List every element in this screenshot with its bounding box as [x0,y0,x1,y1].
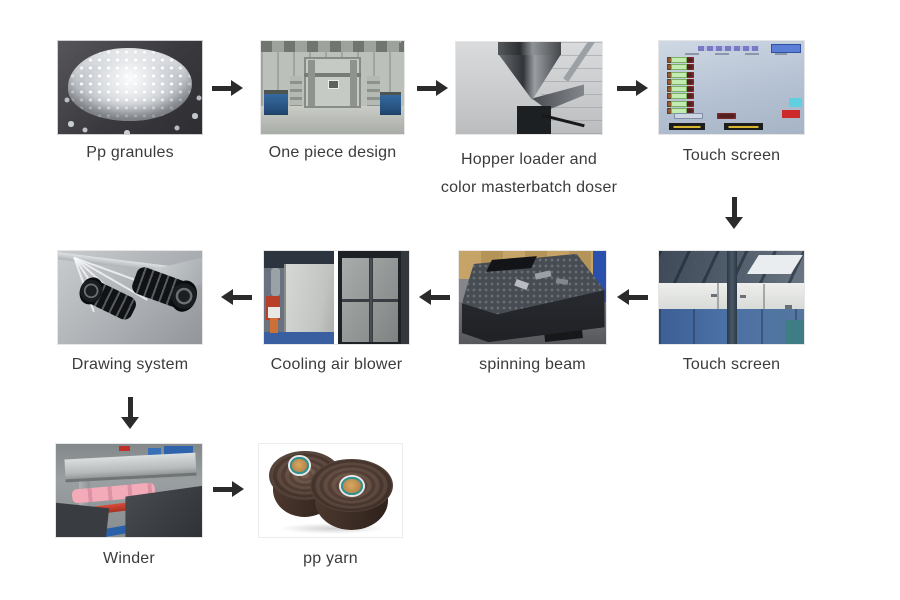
winder-beam [64,452,197,483]
cooling-air-blower-label: Cooling air blower [270,356,403,373]
drawing-system-label: Drawing system [71,356,189,373]
spinning-beam-photo [458,250,607,345]
blower-cabinet-right-view [337,251,409,344]
hmi-status-box-left [669,122,706,131]
hmi-row [665,100,798,107]
hmi-row [665,78,798,85]
touch-screen-1-label: Touch screen [682,147,781,164]
one-piece-design-photo [260,40,405,135]
pp-granules-label: Pp granules [86,144,174,161]
winder-label: Winder [103,550,155,567]
yarn-spool-front [310,458,394,533]
hmi-title-bar [698,46,760,51]
pp-yarn-label: pp yarn [303,550,358,567]
hmi-cyan-box [788,97,802,108]
hmi-row [665,71,798,78]
hmi-row [665,86,798,93]
hmi-top-button [770,44,802,53]
blue-unit-left [263,90,289,116]
cooling-air-blower-photo [263,250,410,345]
granules-pile [68,48,192,121]
beam-top-plate [461,253,605,315]
arrow-down-icon [121,397,140,429]
drawing-system-photo [57,250,203,345]
arrow-right-icon [617,80,648,97]
hmi-row [665,64,798,71]
hmi-red-button [782,109,800,119]
pp-yarn-photo [258,443,403,538]
hmi-status-box-right [724,122,764,131]
hopper-loader-label: Hopper loader and color masterbatch dose… [440,151,618,196]
touch-screen-2-label: Touch screen [682,356,781,373]
blue-unit-right [379,92,402,116]
touch-screen-hmi-photo [658,40,805,135]
spinning-beam-label: spinning beam [479,356,586,373]
one-piece-design-label: One piece design [268,144,397,161]
pp-granules-photo [57,40,203,135]
blower-cabinet-left-view [264,251,335,344]
arrow-right-icon [213,481,244,498]
godet-roller-left [81,278,139,323]
arrow-right-icon [212,80,243,97]
arrow-left-icon [419,289,450,306]
factory-roof-band [261,41,404,53]
hmi-row [665,57,798,63]
touch-screen-machine-photo [658,250,805,345]
hopper-cylinder [498,42,562,55]
hopper-base [517,106,551,134]
hmi-row [665,93,798,100]
granules-stray-dots [58,41,60,43]
winder-photo [55,443,203,538]
hmi-parameter-rows [665,57,798,114]
arrow-left-icon [221,289,252,306]
arrow-left-icon [617,289,648,306]
arrow-right-icon [417,80,448,97]
hopper-loader-photo [455,41,603,135]
arrow-down-icon [725,197,744,229]
